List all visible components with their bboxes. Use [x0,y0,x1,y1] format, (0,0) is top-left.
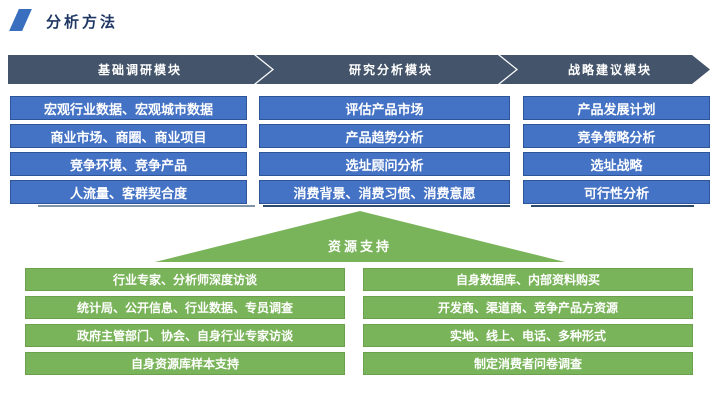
resource-item: 行业专家、分析师深度访谈 [25,268,345,291]
resource-item: 开发商、渠道商、竞争产品方资源 [363,296,693,319]
column-divider-line [531,205,694,207]
module-header-strategy-advice: 战略建议模块 [500,55,710,84]
resource-item: 自身资源库样本支持 [25,352,345,375]
column-divider-line [38,205,255,207]
module-item: 产品发展计划 [523,96,710,120]
resource-item: 统计局、公开信息、行业数据、专员调查 [25,296,345,319]
module-item: 商业市场、商圈、商业项目 [10,124,247,148]
resource-item: 实地、线上、电话、多种形式 [363,324,693,347]
column-divider-line [263,205,510,207]
module-header-label: 基础调研模块 [97,63,182,77]
title-slash-icon [9,9,32,31]
resource-item: 政府主管部门、协会、自身行业专家访谈 [25,324,345,347]
module-item: 产品趋势分析 [259,124,510,148]
module-header-basic-research: 基础调研模块 [8,55,272,84]
resource-column-right: 自身数据库、内部资料购买 开发商、渠道商、竞争产品方资源 实地、线上、电话、多种… [363,268,693,375]
module-header-label: 战略建议模块 [567,63,652,77]
module-item: 宏观行业数据、宏观城市数据 [10,96,247,120]
module-item: 人流量、客群契合度 [10,180,247,204]
module-column-basic-research: 宏观行业数据、宏观城市数据 商业市场、商圈、商业项目 竞争环境、竞争产品 人流量… [10,96,247,204]
page-title: 分析方法 [46,14,119,31]
module-item: 选址顾问分析 [259,152,510,176]
module-column-research-analysis: 评估产品市场 产品趋势分析 选址顾问分析 消费背景、消费习惯、消费意愿 [259,96,510,204]
module-item: 评估产品市场 [259,96,510,120]
resource-item: 制定消费者问卷调查 [363,352,693,375]
module-item: 选址战略 [523,152,710,176]
module-header-research-analysis: 研究分析模块 [256,55,516,84]
module-header-label: 研究分析模块 [348,63,433,77]
module-column-strategy-advice: 产品发展计划 竞争策略分析 选址战略 可行性分析 [523,96,710,204]
resource-support-label: 资源支持 [327,239,392,254]
resource-column-left: 行业专家、分析师深度访谈 统计局、公开信息、行业数据、专员调查 政府主管部门、协… [25,268,345,375]
resource-support-triangle: 资源支持 [155,211,565,262]
resource-item: 自身数据库、内部资料购买 [363,268,693,291]
module-item: 可行性分析 [523,180,710,204]
module-item: 竞争策略分析 [523,124,710,148]
module-item: 竞争环境、竞争产品 [10,152,247,176]
module-item: 消费背景、消费习惯、消费意愿 [259,180,510,204]
